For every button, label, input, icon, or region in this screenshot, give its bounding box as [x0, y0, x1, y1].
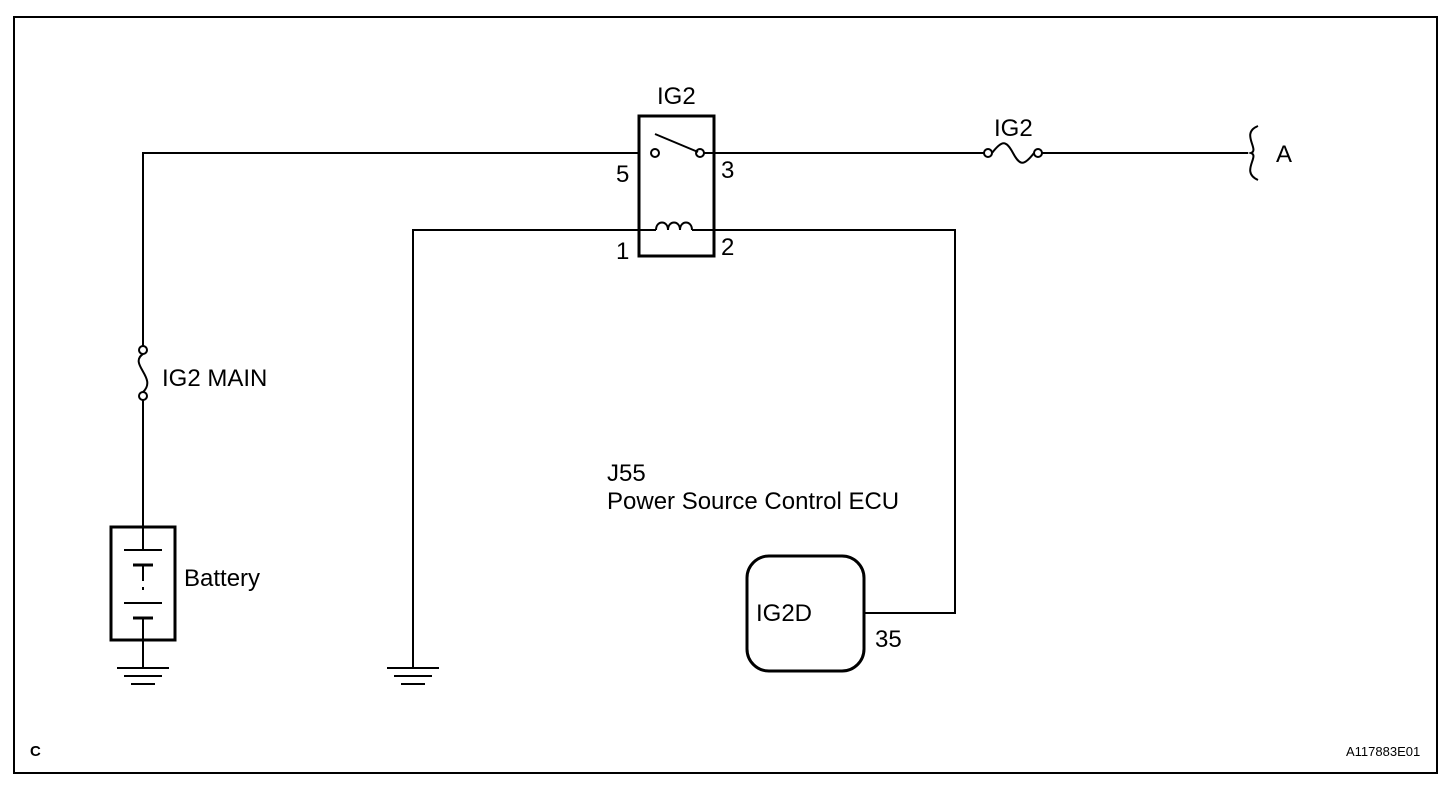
relay-ig2-label: IG2 — [657, 83, 696, 110]
connector-a-label: A — [1276, 141, 1292, 168]
ecu-name-label: Power Source Control ECU — [607, 488, 899, 515]
wire-relay5-to-main-fuse — [142, 152, 651, 346]
ecu-code-label: J55 — [607, 460, 646, 487]
ecu-pin-35-label: 35 — [875, 626, 902, 653]
ig2-main-fuse-symbol — [137, 345, 149, 401]
wire-relay1-to-ground — [412, 229, 639, 668]
diagram-frame — [13, 16, 1438, 774]
wire-relay2-to-ecu — [714, 229, 956, 614]
ecu-terminal-box — [745, 554, 866, 673]
connector-a-symbol — [1247, 125, 1259, 181]
battery-symbol — [109, 525, 177, 642]
relay-pin-2-label: 2 — [721, 234, 734, 261]
corner-code-label: C — [30, 743, 41, 760]
ig2-main-fuse-label: IG2 MAIN — [162, 365, 267, 392]
coil-ground-symbol — [387, 667, 439, 685]
relay-pin-1-label: 1 — [616, 238, 629, 265]
relay-ig2-symbol — [637, 114, 716, 258]
figure-id-label: A117883E01 — [1346, 744, 1420, 759]
ecu-terminal-label: IG2D — [756, 600, 812, 627]
ig2-fuse-label: IG2 — [994, 115, 1033, 142]
relay-pin-3-label: 3 — [721, 157, 734, 184]
relay-pin-5-label: 5 — [616, 161, 629, 188]
battery-label: Battery — [184, 565, 260, 592]
battery-ground-symbol — [117, 640, 169, 685]
ig2-fuse-symbol — [983, 142, 1043, 164]
